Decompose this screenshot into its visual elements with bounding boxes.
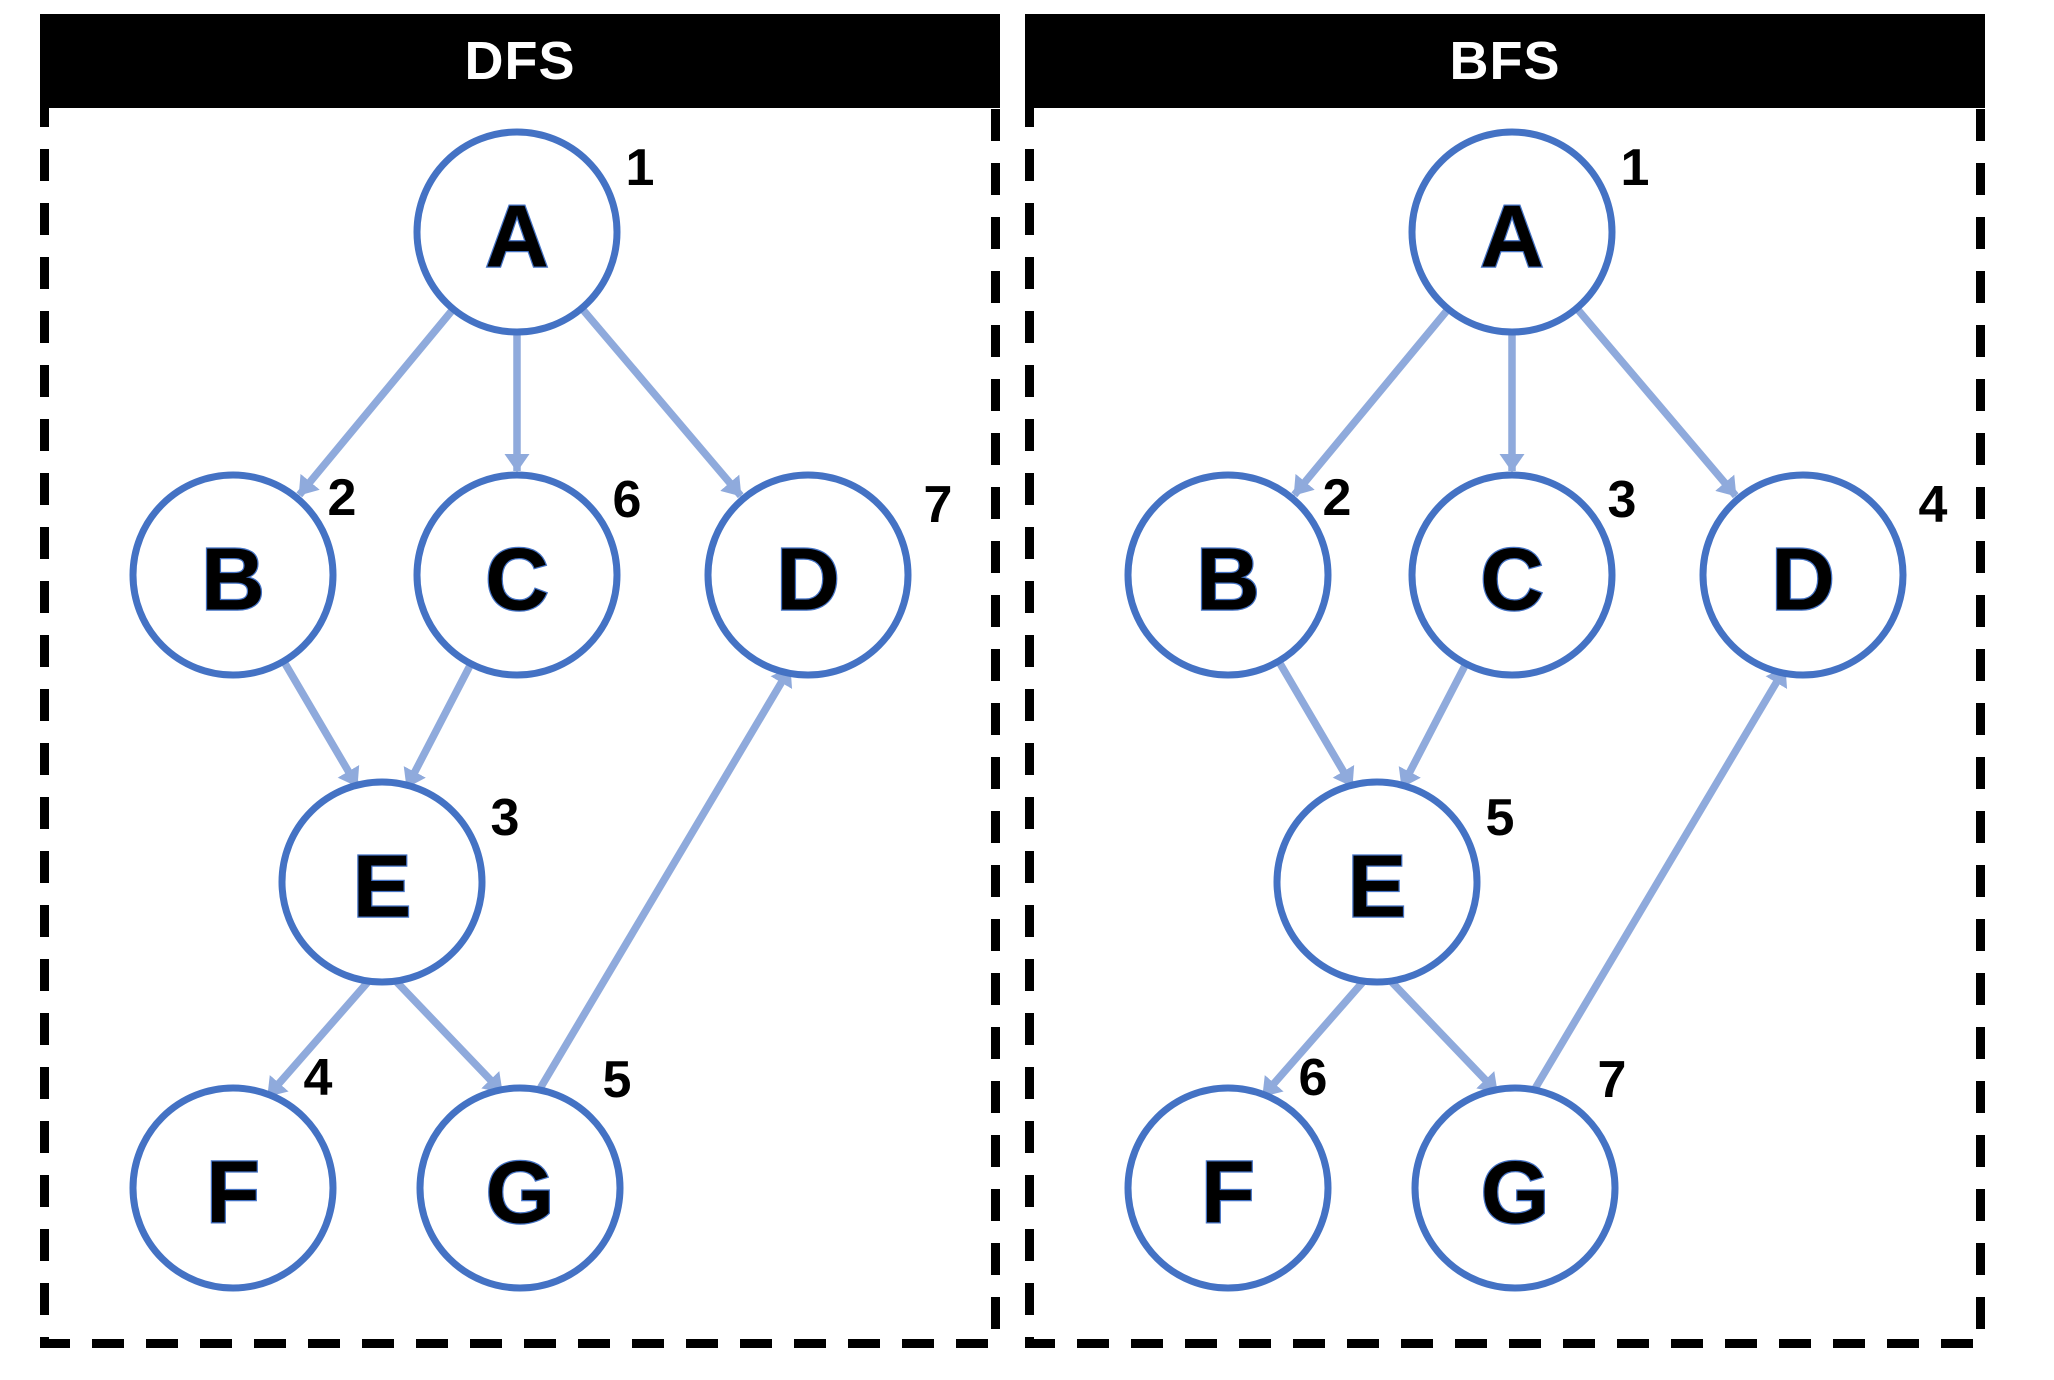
dfs-node-label-B: B — [201, 530, 265, 629]
bfs-edge-A-D — [1575, 307, 1739, 499]
bfs-visit-order-A: 1 — [1621, 139, 1650, 197]
dfs-edge-E-G — [387, 972, 505, 1095]
bfs-node-B — [1124, 471, 1332, 679]
dfs-edge-E-F — [265, 972, 377, 1099]
bfs-node-label-A: A — [1480, 187, 1544, 286]
dfs-node-label-G: G — [486, 1143, 554, 1242]
dfs-node-label-C: C — [485, 530, 549, 629]
bfs-panel-header: BFS — [1025, 14, 1985, 108]
bfs-node-label-C: C — [1480, 530, 1544, 629]
dfs-node-D — [704, 471, 912, 679]
dfs-visit-order-D: 7 — [924, 476, 953, 534]
bfs-node-G — [1411, 1084, 1619, 1292]
bfs-visit-order-F: 6 — [1299, 1049, 1328, 1107]
bfs-node-label-B: B — [1196, 530, 1260, 629]
bfs-node-label-G: G — [1481, 1143, 1549, 1242]
bfs-node-A — [1408, 128, 1616, 336]
dfs-node-E — [278, 778, 486, 986]
dfs-edge-G-D — [534, 666, 794, 1094]
dfs-visit-order-B: 2 — [328, 469, 357, 527]
bfs-node-label-F: F — [1201, 1143, 1255, 1242]
dfs-node-F — [129, 1084, 337, 1292]
bfs-panel-border — [1025, 95, 1985, 1348]
bfs-node-F — [1124, 1084, 1332, 1292]
dfs-edge-A-D — [580, 307, 744, 499]
bfs-edge-C-E — [1398, 663, 1469, 789]
dfs-edge-C-E — [403, 663, 474, 789]
dfs-panel-header: DFS — [40, 14, 1000, 108]
dfs-panel-title: DFS — [464, 31, 576, 91]
dfs-node-A — [413, 128, 621, 336]
dfs-node-label-E: E — [353, 837, 412, 936]
bfs-visit-order-C: 3 — [1608, 471, 1637, 529]
bfs-visit-order-D: 4 — [1919, 476, 1948, 534]
bfs-visit-order-G: 7 — [1598, 1051, 1627, 1109]
dfs-edge-B-E — [281, 661, 361, 788]
dfs-visit-order-A: 1 — [626, 139, 655, 197]
bfs-node-label-D: D — [1771, 530, 1835, 629]
bfs-panel-title: BFS — [1449, 31, 1561, 91]
dfs-node-label-D: D — [776, 530, 840, 629]
bfs-node-D — [1699, 471, 1907, 679]
dfs-visit-order-G: 5 — [603, 1051, 632, 1109]
bfs-visit-order-B: 2 — [1323, 469, 1352, 527]
dfs-visit-order-E: 3 — [491, 789, 520, 847]
bfs-edge-E-F — [1260, 972, 1372, 1099]
bfs-edge-A-B — [1291, 308, 1450, 498]
dfs-node-G — [416, 1084, 624, 1292]
bfs-node-E — [1273, 778, 1481, 986]
dfs-panel-border — [40, 95, 1000, 1348]
bfs-visit-order-E: 5 — [1486, 789, 1515, 847]
dfs-node-label-A: A — [485, 187, 549, 286]
dfs-node-B — [129, 471, 337, 679]
dfs-edge-A-B — [296, 308, 455, 498]
bfs-node-label-E: E — [1348, 837, 1407, 936]
bfs-edge-E-G — [1382, 972, 1500, 1095]
bfs-edge-G-D — [1529, 666, 1789, 1094]
dfs-visit-order-F: 4 — [304, 1049, 333, 1107]
dfs-node-label-F: F — [206, 1143, 260, 1242]
bfs-edge-B-E — [1276, 661, 1356, 788]
dfs-node-C — [413, 471, 621, 679]
bfs-node-C — [1408, 471, 1616, 679]
dfs-visit-order-C: 6 — [613, 471, 642, 529]
